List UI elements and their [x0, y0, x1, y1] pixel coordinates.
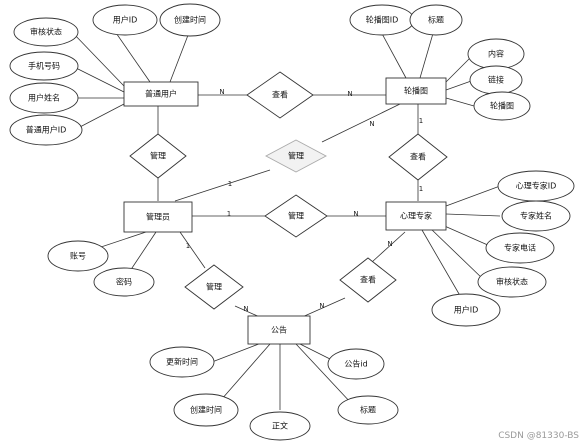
entity-admin: 管理员 — [123, 201, 193, 233]
attribute-expert-0-label: 心理专家ID — [516, 181, 557, 191]
cardinality-rel_carousel: N — [347, 90, 352, 98]
attribute-notice-3: 正文 — [249, 411, 311, 441]
cardinality-carousel_rel: 1 — [419, 117, 423, 125]
attribute-expert-4: 用户ID — [431, 293, 501, 327]
relation-admin_notice-label: 管理 — [206, 282, 222, 292]
attribute-expert-2: 专家电话 — [485, 232, 555, 264]
relation-carousel_expert-label: 查看 — [410, 152, 426, 162]
entity-admin-label: 管理员 — [146, 212, 170, 222]
entity-carousel-label: 轮播图 — [404, 86, 428, 96]
attribute-user-3-label: 手机号码 — [28, 61, 60, 71]
attribute-expert-1-label: 专家姓名 — [520, 211, 552, 221]
attribute-user-2-label: 审核状态 — [30, 27, 62, 37]
attribute-expert-3-label: 审核状态 — [496, 277, 528, 287]
attribute-user-5: 普通用户ID — [9, 114, 83, 146]
entity-user: 普通用户 — [123, 81, 199, 107]
attribute-notice-4-label: 标题 — [360, 405, 376, 415]
relation-user_carousel: 查看 — [246, 71, 314, 119]
relation-admin_notice: 管理 — [184, 264, 244, 310]
cardinality-user_rel: N — [219, 88, 224, 96]
entity-expert: 心理专家 — [385, 201, 447, 231]
cardinality-admin_notice_notice: N — [243, 305, 248, 313]
entity-carousel: 轮播图 — [385, 77, 447, 105]
relation-expert_notice: 查看 — [339, 257, 397, 303]
attribute-user-2: 审核状态 — [13, 17, 79, 47]
relation-carousel_expert: 查看 — [388, 133, 448, 181]
attribute-notice-1-label: 公告id — [344, 359, 367, 369]
attribute-notice-2: 创建时间 — [173, 393, 239, 427]
attribute-carousel-1: 标题 — [409, 4, 463, 36]
attribute-admin-0-label: 账号 — [70, 252, 86, 261]
attribute-user-4-label: 用户姓名 — [28, 93, 60, 103]
attribute-notice-1: 公告id — [327, 348, 385, 380]
relation-admin_user: 管理 — [129, 133, 187, 179]
attribute-carousel-1-label: 标题 — [428, 15, 444, 25]
attribute-carousel-3: 链接 — [469, 65, 523, 95]
attribute-carousel-3-label: 链接 — [488, 75, 504, 85]
attribute-carousel-2-label: 内容 — [488, 49, 504, 59]
entity-expert-label: 心理专家 — [400, 211, 432, 221]
attribute-notice-0: 更新时间 — [149, 346, 215, 378]
attribute-carousel-4: 轮播图 — [473, 91, 531, 121]
attribute-notice-4: 标题 — [337, 395, 399, 425]
entity-notice-label: 公告 — [271, 325, 287, 335]
cardinality-expert_notice_notice: N — [319, 302, 324, 310]
attribute-expert-3: 审核状态 — [477, 266, 547, 298]
relation-admin_carousel-label: 管理 — [288, 151, 304, 161]
attribute-carousel-0: 轮播图ID — [349, 4, 415, 36]
attribute-user-3: 手机号码 — [9, 51, 79, 81]
relation-admin_user-label: 管理 — [150, 151, 166, 161]
attribute-expert-1: 专家姓名 — [501, 200, 571, 232]
relation-admin_carousel: 管理 — [265, 139, 327, 173]
attribute-carousel-4-label: 轮播图 — [490, 101, 514, 111]
attribute-user-4: 用户姓名 — [9, 82, 79, 114]
relation-admin_expert-label: 管理 — [288, 211, 304, 221]
relation-expert_notice-label: 查看 — [360, 275, 376, 285]
cardinality-admin_expert_admin: 1 — [227, 210, 231, 218]
attribute-expert-2-label: 专家电话 — [504, 243, 536, 253]
attribute-admin-0: 账号 — [47, 240, 109, 272]
relation-admin_expert: 管理 — [264, 194, 328, 238]
attribute-notice-3-label: 正文 — [272, 421, 288, 431]
attribute-user-0: 用户ID — [92, 4, 158, 36]
attribute-user-0-label: 用户ID — [113, 15, 138, 25]
attribute-admin-1-label: 密码 — [116, 277, 132, 287]
attribute-user-5-label: 普通用户ID — [26, 125, 67, 135]
attribute-notice-0-label: 更新时间 — [166, 357, 198, 367]
cardinality-admin_carousel_admin: 1 — [228, 180, 232, 188]
entity-notice: 公告 — [247, 315, 311, 345]
relation-user_carousel-label: 查看 — [272, 90, 288, 100]
cardinality-rel_expert: 1 — [419, 185, 423, 193]
entity-user-label: 普通用户 — [145, 89, 177, 99]
attribute-notice-2-label: 创建时间 — [190, 405, 222, 415]
watermark: CSDN @81330-BS — [498, 431, 579, 441]
attribute-carousel-2: 内容 — [467, 38, 525, 70]
attribute-carousel-0-label: 轮播图ID — [366, 15, 399, 25]
attribute-admin-1: 密码 — [93, 267, 155, 297]
attribute-user-1-label: 创建时间 — [174, 15, 206, 25]
attribute-user-1: 创建时间 — [159, 3, 221, 37]
cardinality-expert_notice_expert: N — [387, 240, 392, 248]
attribute-expert-4-label: 用户ID — [454, 305, 479, 315]
cardinality-admin_carousel_carousel: N — [369, 120, 374, 128]
attribute-expert-0: 心理专家ID — [497, 170, 575, 202]
cardinality-admin_notice_admin: 1 — [186, 242, 190, 250]
cardinality-admin_expert_expert: N — [353, 210, 358, 218]
